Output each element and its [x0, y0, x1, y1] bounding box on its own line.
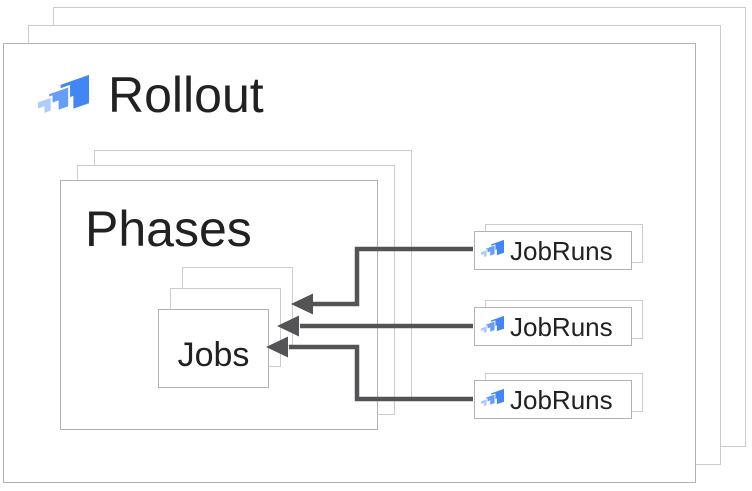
cloud-deploy-icon [36, 74, 89, 116]
jobs-title: Jobs [177, 336, 250, 374]
cloud-deploy-icon [480, 388, 504, 407]
jobruns-1-title: JobRuns [510, 235, 613, 266]
rollout-title: Rollout [108, 67, 264, 123]
jobruns-1-card: JobRuns [474, 231, 632, 270]
jobs-card: Jobs [158, 309, 269, 388]
cloud-deploy-icon [480, 315, 504, 334]
jobruns-3-card: JobRuns [474, 380, 632, 419]
phases-card: Phases Jobs [60, 180, 378, 430]
rollout-card: Rollout Phases Jobs JobRuns [3, 43, 696, 483]
cloud-deploy-icon [480, 239, 504, 258]
jobruns-3-title: JobRuns [510, 384, 613, 415]
jobruns-2-card: JobRuns [474, 307, 632, 346]
jobruns-2-title: JobRuns [510, 311, 613, 342]
phases-title: Phases [85, 201, 252, 257]
